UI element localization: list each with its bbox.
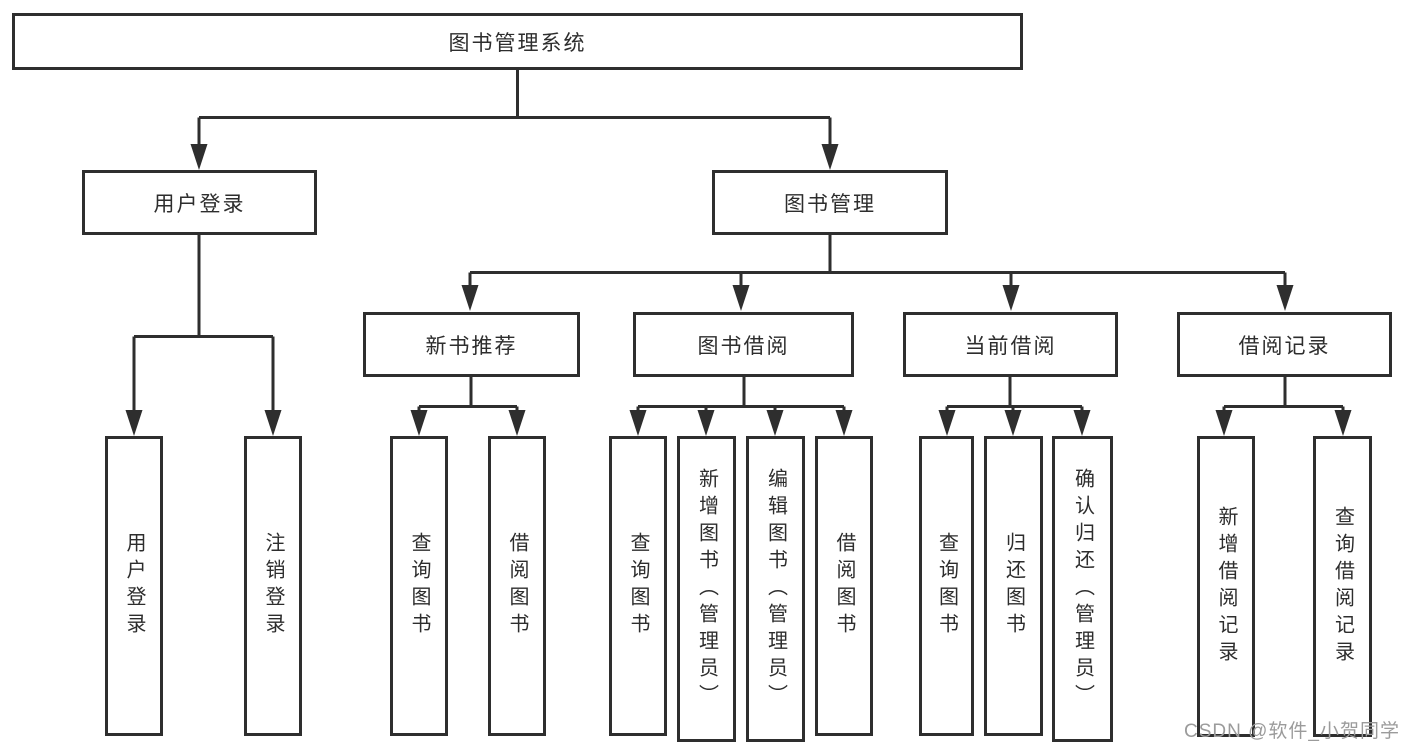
leaf-label: 查询借阅记录 (1331, 505, 1354, 668)
node-label: 图书借阅 (697, 334, 790, 358)
node-label: 图书管理系统 (448, 31, 587, 55)
leaf-add-borrow-record: 新增借阅记录 (1197, 436, 1255, 737)
node-book-borrowing: 图书借阅 (633, 312, 854, 377)
node-label: 图书管理 (784, 192, 876, 216)
leaf-label: 注销登录 (262, 532, 284, 640)
connector-new-book-children (417, 377, 519, 414)
leaf-borrow-books-borrowing: 借阅图书 (815, 436, 873, 736)
node-library-management-system: 图书管理系统 (12, 13, 1023, 70)
leaf-label: 借阅图书 (833, 532, 855, 640)
leaf-logout-login: 注销登录 (244, 436, 302, 736)
leaf-label: 用户登录 (123, 532, 145, 640)
leaf-borrow-books-recommend: 借阅图书 (488, 436, 546, 736)
node-label: 借阅记录 (1238, 334, 1331, 358)
leaf-label: 借阅图书 (506, 532, 528, 640)
node-label: 新书推荐 (425, 334, 518, 358)
leaf-query-books-borrowing: 查询图书 (609, 436, 667, 736)
connector-current-borrowing-children (945, 377, 1084, 414)
leaf-label: 确认归还（管理员） (1071, 467, 1094, 711)
leaf-query-books-current: 查询图书 (919, 436, 974, 736)
csdn-watermark: CSDN @软件_小贺同学 (1184, 721, 1400, 742)
leaf-confirm-return-admin: 确认归还（管理员） (1052, 436, 1113, 742)
leaf-label: 查询图书 (408, 532, 430, 640)
leaf-add-books-admin: 新增图书（管理员） (677, 436, 736, 742)
connector-book-management-children (468, 235, 1287, 289)
leaf-label: 查询图书 (627, 532, 649, 640)
leaf-return-books: 归还图书 (984, 436, 1043, 736)
leaf-user-login: 用户登录 (105, 436, 163, 736)
connector-borrowing-records-children (1222, 377, 1345, 414)
node-label: 当前借阅 (964, 334, 1057, 358)
leaf-query-borrow-record: 查询借阅记录 (1313, 436, 1372, 737)
node-new-book-recommendation: 新书推荐 (363, 312, 580, 377)
connector-root-to-level2 (197, 69, 832, 147)
node-book-management: 图书管理 (712, 170, 948, 235)
leaf-label: 查询图书 (935, 532, 958, 640)
leaf-label: 新增借阅记录 (1215, 505, 1237, 668)
leaf-label: 归还图书 (1002, 532, 1025, 640)
node-current-borrowing: 当前借阅 (903, 312, 1118, 377)
connector-user-login-children (132, 235, 275, 413)
node-label: 用户登录 (153, 192, 246, 216)
node-borrowing-records: 借阅记录 (1177, 312, 1392, 377)
connector-book-borrowing-children (636, 377, 846, 414)
arrowheads (125, 144, 1352, 436)
leaf-label: 新增图书（管理员） (695, 467, 718, 711)
leaf-query-books-recommend: 查询图书 (390, 436, 448, 736)
leaf-edit-books-admin: 编辑图书（管理员） (746, 436, 805, 742)
leaf-label: 编辑图书（管理员） (764, 467, 787, 711)
node-user-login: 用户登录 (82, 170, 317, 235)
